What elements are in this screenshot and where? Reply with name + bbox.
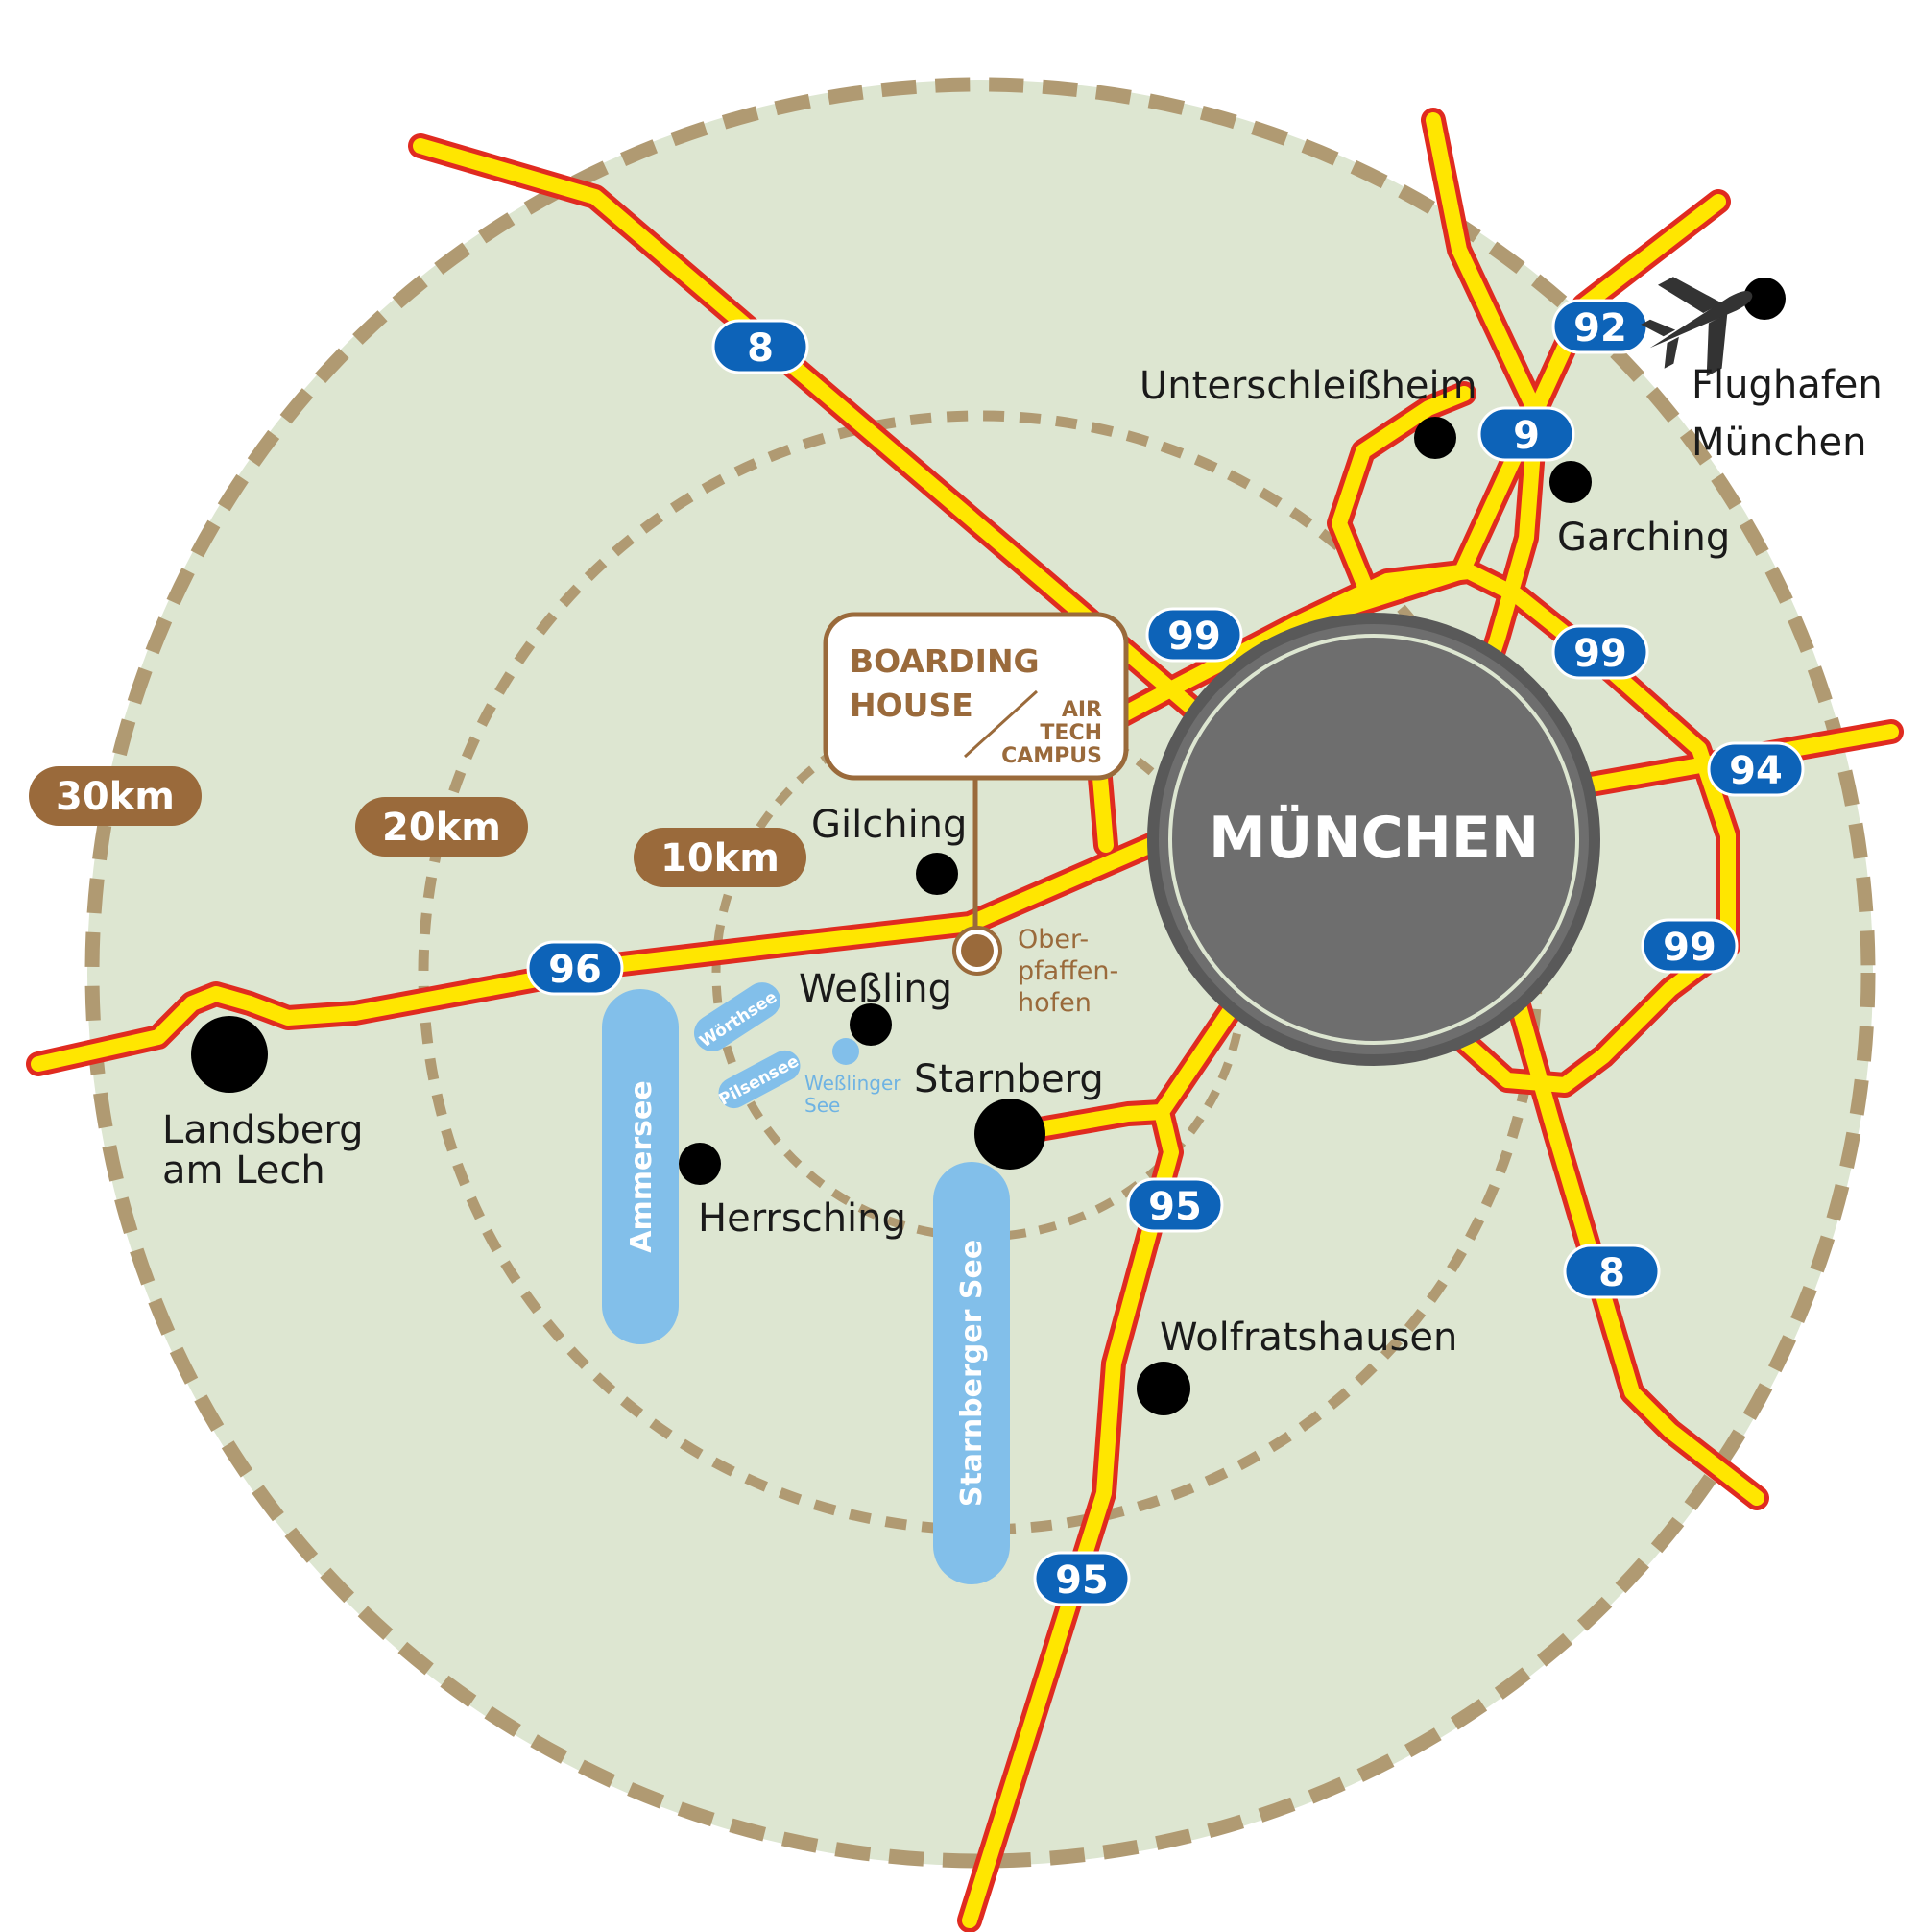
lake-ammersee [602,989,679,1344]
svg-text:30km: 30km [56,775,175,819]
dot-herrsching [679,1143,721,1185]
label-starnberg: Starnberg [914,1057,1104,1101]
dot-flughafen [1743,278,1786,320]
svg-text:8: 8 [747,326,774,371]
motorway-network [26,108,1904,1932]
dot-unterschleissheim [1414,417,1456,459]
lake-woerthsee [694,982,780,1051]
svg-text:HOUSE: HOUSE [850,687,973,724]
label-oberpfaffenhofen-line3: hofen [1018,988,1092,1018]
svg-text:95: 95 [1055,1558,1109,1603]
shield-a99-northeast: 99 [1551,624,1649,680]
lake-wesslinger-see [832,1038,859,1065]
label-landsberg-line2: am Lech [162,1148,325,1193]
label-ammersee: Ammersee [625,1080,659,1252]
label-garching: Garching [1557,516,1730,560]
lake-starnberger-see [933,1162,1010,1584]
label-starnberger-see: Starnberger See [955,1240,989,1507]
label-oberpfaffenhofen-line2: pfaffen- [1018,956,1118,986]
ring-label-10km: 10km [634,828,806,887]
label-wesslinger-see-line2: See [804,1094,840,1117]
dot-garching [1549,461,1592,503]
ring-label-30km: 30km [29,766,202,826]
label-wesslinger-see-line1: Weßlinger [804,1072,901,1095]
dot-landsberg [191,1016,268,1093]
svg-text:8: 8 [1598,1251,1625,1295]
svg-text:10km: 10km [660,836,780,881]
label-gilching: Gilching [811,803,967,847]
svg-text:95: 95 [1148,1185,1202,1229]
shield-a8-northwest: 8 [711,319,809,374]
dot-starnberg [974,1099,1045,1170]
svg-text:BOARDING: BOARDING [850,642,1040,680]
ring-30km [84,77,1876,1869]
dot-wessling [850,1003,892,1046]
svg-text:9: 9 [1513,414,1540,458]
shield-a96: 96 [526,940,624,996]
lake-pilsensee [718,1050,801,1109]
svg-text:96: 96 [548,948,602,992]
shield-a95-north: 95 [1126,1177,1224,1233]
svg-text:99: 99 [1663,926,1716,970]
label-landsberg-line1: Landsberg [162,1108,364,1152]
boarding-house-callout: BOARDING HOUSE AIR TECH CAMPUS [823,612,1129,781]
svg-text:99: 99 [1573,632,1627,676]
label-flughafen-line2: München [1692,421,1867,465]
dot-gilching [916,853,958,895]
airplane-icon [1641,277,1753,377]
svg-text:TECH: TECH [1040,721,1102,745]
shield-a99-west: 99 [1145,607,1243,663]
shield-a92: 92 [1551,299,1649,354]
label-flughafen-line1: Flughafen [1692,363,1883,407]
label-oberpfaffenhofen-line1: Ober- [1018,925,1089,954]
shield-a95-south: 95 [1033,1551,1131,1606]
munich-inner-ring [1168,634,1579,1045]
svg-text:99: 99 [1167,615,1221,659]
label-unterschleissheim: Unterschleißheim [1140,364,1477,408]
svg-text:AIR: AIR [1062,698,1102,722]
svg-text:20km: 20km [382,806,501,850]
ring-label-20km: 20km [355,797,528,857]
svg-text:94: 94 [1729,749,1783,793]
label-wolfratshausen: Wolfratshausen [1160,1316,1457,1360]
label-wessling: Weßling [799,967,952,1011]
label-herrsching: Herrsching [698,1196,906,1241]
svg-text:CAMPUS: CAMPUS [1001,744,1102,768]
svg-text:92: 92 [1573,306,1627,350]
shield-a9: 9 [1477,406,1575,462]
dot-wolfratshausen [1137,1362,1190,1415]
shield-a99-east: 99 [1641,918,1739,974]
munich-label: MÜNCHEN [1209,804,1539,872]
shield-a8-southeast: 8 [1563,1244,1661,1299]
shield-a94: 94 [1707,741,1805,797]
oberpfaffenhofen-marker-inner [961,934,994,967]
munich-city-disc [1147,613,1600,1066]
